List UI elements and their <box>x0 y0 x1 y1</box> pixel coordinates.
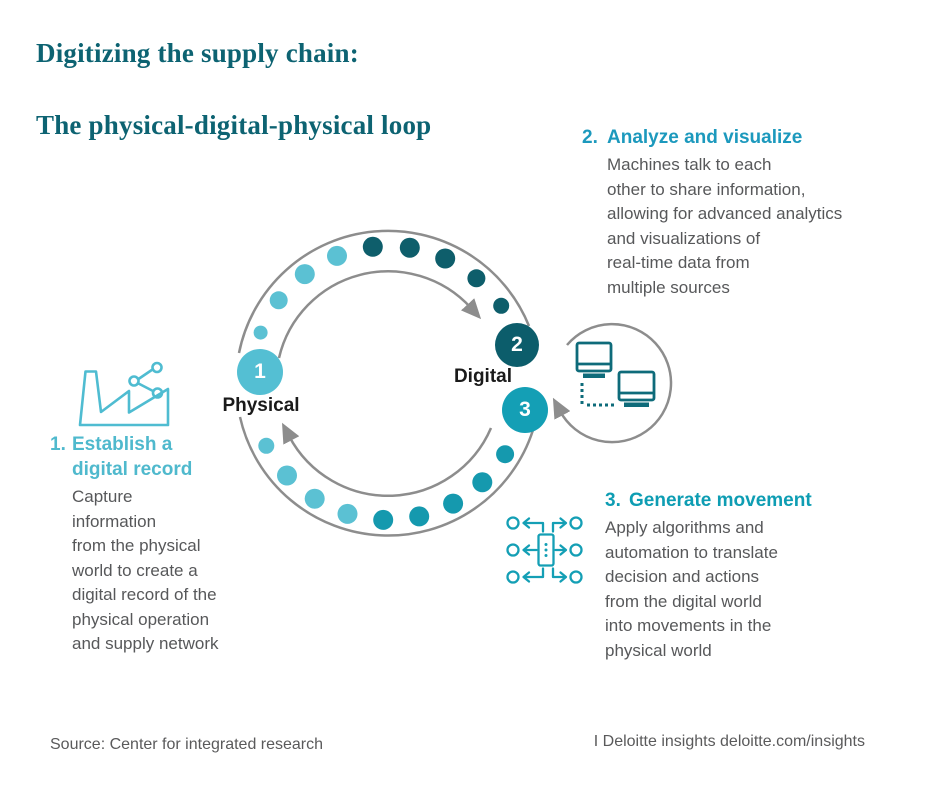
share-node-top <box>151 361 163 374</box>
loop-dot <box>399 237 420 258</box>
arrow-bottom-right-head <box>559 571 568 583</box>
share-node-bottom <box>151 387 164 399</box>
loop-dot <box>362 236 383 257</box>
loop-dot <box>409 506 430 527</box>
page-title: Digitizing the supply chain: <box>36 38 359 68</box>
loop-dot <box>304 488 325 509</box>
arrow-top-right-head <box>559 517 568 529</box>
section-3-number: 3. <box>605 490 621 511</box>
loop-dot <box>496 445 515 464</box>
arrow-top-left <box>522 521 545 533</box>
section-2-body: Machines talk to each other to share inf… <box>607 155 843 297</box>
loop-dot <box>467 269 486 288</box>
loop-dot <box>373 509 394 530</box>
node-circle <box>506 543 520 557</box>
node-circle <box>569 543 583 557</box>
section-1-heading: 1. Establish a digital record <box>50 432 290 482</box>
label-digital: Digital <box>453 366 512 387</box>
section-1-number: 1. <box>50 434 66 455</box>
ring-outer-top-arc <box>237 229 531 354</box>
footer-brand: I Deloitte insights deloitte.com/insight… <box>593 733 865 750</box>
section-3-heading-text: Generate movement <box>629 490 812 511</box>
arrow-mid-left-head <box>522 544 531 556</box>
connected-monitors-icon <box>575 341 656 407</box>
section-1-body: Capture information from the physical wo… <box>72 487 219 653</box>
section-3-body: Apply algorithms and automation to trans… <box>605 518 778 660</box>
hub-dots <box>544 543 548 557</box>
loop-dot <box>493 297 510 314</box>
ring-inner-bottom-arc-arrow <box>281 422 493 498</box>
monitor-left-stand <box>583 373 605 378</box>
section-2-heading: 2. Analyze and visualize <box>582 125 922 150</box>
node-circle <box>506 570 520 584</box>
share-link-bottom <box>137 382 155 393</box>
loop-dot <box>472 472 493 493</box>
loop-dots-bottom <box>258 437 515 530</box>
badge-3: 3 <box>502 387 548 433</box>
node-circle <box>569 516 583 530</box>
loop-dot <box>294 264 315 285</box>
ring-arcs <box>237 229 673 537</box>
section-analyze-and-visualize: 2. Analyze and visualize Machines talk t… <box>582 125 922 300</box>
label-physical: Physical <box>222 395 300 416</box>
node-circle <box>569 570 583 584</box>
arrow-mid-right-head <box>559 544 568 556</box>
loop-dot <box>327 245 347 266</box>
loop-dot <box>253 325 268 340</box>
loop-dot <box>258 437 275 454</box>
badge-1: 1 <box>237 349 283 395</box>
arrow-top-right <box>551 521 567 533</box>
section-1-heading-text: Establish a digital record <box>72 434 193 480</box>
loop-dot <box>443 493 464 514</box>
section-2-heading-text: Analyze and visualize <box>607 127 803 148</box>
node-circle <box>506 516 520 530</box>
section-establish-digital-record: 1. Establish a digital record Capture in… <box>50 432 290 657</box>
section-3-heading: 3. Generate movement <box>605 488 855 513</box>
arrow-bottom-right <box>551 567 567 579</box>
section-generate-movement: 3. Generate movement Apply algorithms an… <box>605 488 855 663</box>
arrow-top-left-head <box>522 517 531 529</box>
distribution-network-icon <box>506 516 583 584</box>
badge-2: 2 <box>495 323 539 367</box>
loop-dots-top <box>253 236 510 340</box>
factory-network-icon <box>78 361 170 427</box>
hub-rect <box>537 533 555 567</box>
monitor-right-stand <box>624 402 649 407</box>
section-2-number: 2. <box>582 127 598 148</box>
loop-dot <box>269 291 288 310</box>
monitor-right <box>617 370 656 402</box>
dotted-connector <box>580 383 614 407</box>
ring-outer-bottom-arc <box>238 416 535 537</box>
arrow-bottom-left-head <box>522 571 531 583</box>
share-link-top <box>137 368 154 381</box>
loop-dot <box>337 503 358 524</box>
share-node-left <box>128 375 140 387</box>
loop-dot <box>277 465 297 486</box>
feedback-loop-circle-arrow <box>552 322 673 444</box>
footer-source: Source: Center for integrated research <box>50 736 324 753</box>
monitor-left <box>575 341 613 373</box>
factory-outline <box>78 370 170 427</box>
arrow-bottom-left <box>522 567 545 579</box>
ring-inner-top-arc-arrow <box>277 270 482 359</box>
page-subtitle: The physical-digital-physical loop <box>36 110 432 140</box>
loop-dot <box>435 248 456 269</box>
